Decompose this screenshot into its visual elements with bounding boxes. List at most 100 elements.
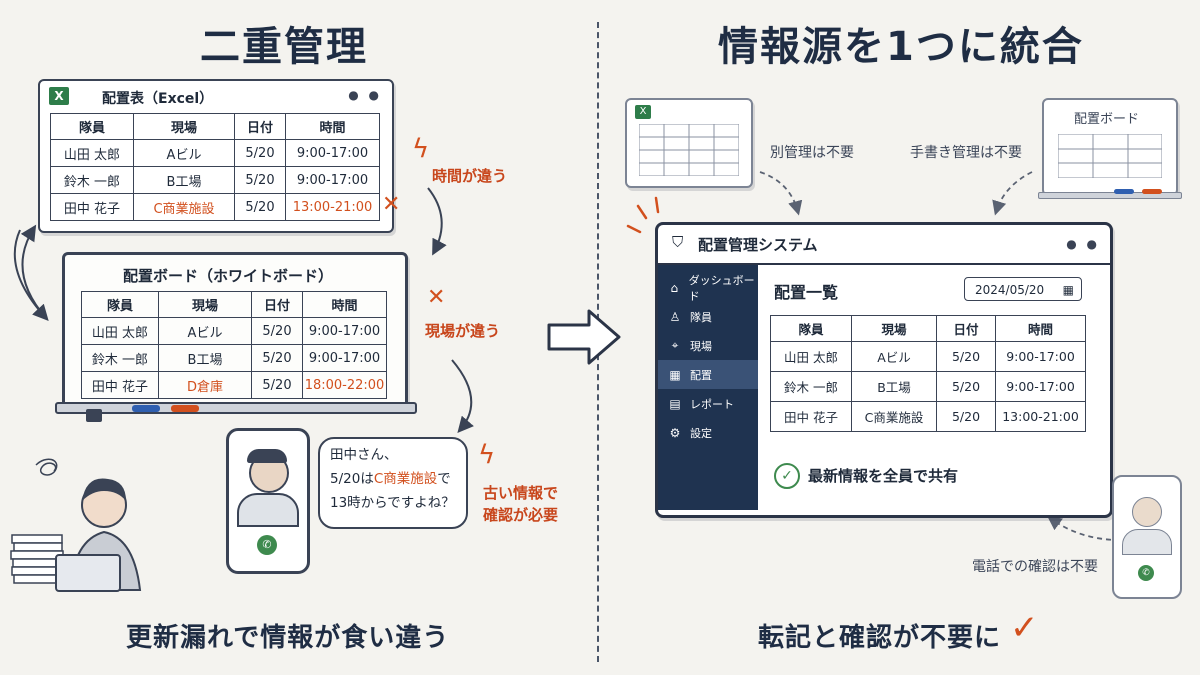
table-cell: 9:00-17:00 xyxy=(302,344,387,372)
home-icon: ⌂ xyxy=(670,280,679,295)
table-header: 時間 xyxy=(285,113,380,140)
table-cell: 山田 太郎 xyxy=(50,139,134,167)
sidebar-item[interactable]: ⌖現場 xyxy=(658,331,758,360)
arrow-board-to-phone xyxy=(451,359,474,434)
table-cell: 5/20 xyxy=(234,166,286,194)
table-header: 現場 xyxy=(158,291,252,318)
table-cell: 5/20 xyxy=(251,317,303,345)
arrow-board-to-app xyxy=(992,171,1033,216)
eraser-icon xyxy=(86,409,102,422)
table-cell: B工場 xyxy=(158,344,252,372)
big-right-arrow-icon xyxy=(547,309,621,365)
table-header: 日付 xyxy=(234,113,286,140)
sidebar-item-label: レポート xyxy=(690,397,734,411)
spark-lines-icon xyxy=(626,196,660,234)
sidebar-item[interactable]: ▤ レポート xyxy=(658,389,758,418)
conflict-x-icon: ✕ xyxy=(382,192,401,217)
bubble-highlight: C商業施設 xyxy=(373,471,438,487)
table-header: 日付 xyxy=(936,315,996,342)
table-cell: 9:00-17:00 xyxy=(302,317,387,345)
excel-icon: X xyxy=(635,105,651,119)
section-title: 配置一覧 xyxy=(774,283,839,302)
table-row: 山田 太郎 Aビル 5/20 9:00-17:00 xyxy=(81,317,387,345)
table-cell-conflict: D倉庫 xyxy=(158,371,252,399)
arrow-time-to-board xyxy=(427,187,447,256)
sidebar-item-label: 設定 xyxy=(690,426,712,440)
table-cell: 9:00-17:00 xyxy=(285,166,380,194)
table-row[interactable]: 山田 太郎 Aビル 5/20 9:00-17:00 xyxy=(770,341,1086,372)
table-cell: 5/20 xyxy=(936,341,996,372)
bubble-text: で xyxy=(437,471,451,487)
table-header: 時間 xyxy=(302,291,387,318)
table-cell: C商業施設 xyxy=(851,401,937,432)
lightning-icon: ϟ xyxy=(478,440,496,470)
table-cell: 5/20 xyxy=(251,344,303,372)
person-hair-icon xyxy=(247,449,287,463)
date-picker[interactable]: 2024/05/20 ▦ xyxy=(964,277,1082,301)
bubble-text: 5/20は xyxy=(330,471,374,487)
sidebar-item[interactable]: ▦ 配置 xyxy=(658,360,758,389)
call-button-icon: ✆ xyxy=(257,535,277,555)
table-header: 日付 xyxy=(251,291,303,318)
blue-marker-icon xyxy=(1114,189,1134,194)
excel-icon: X xyxy=(49,87,69,105)
table-row: 鈴木 一郎 B工場 5/20 9:00-17:00 xyxy=(81,344,387,372)
table-cell: 9:00-17:00 xyxy=(285,139,380,167)
note-site-diff: 現場が違う xyxy=(425,322,501,340)
table-header: 時間 xyxy=(995,315,1086,342)
excel-thumbnail: X xyxy=(625,98,753,188)
user-icon: ♙ xyxy=(669,309,681,324)
table-header: 隊員 xyxy=(770,315,852,342)
date-value: 2024/05/20 xyxy=(975,283,1045,297)
table-row[interactable]: 鈴木 一郎 B工場 5/20 9:00-17:00 xyxy=(770,371,1086,402)
window-dots: ● ● xyxy=(348,88,382,102)
document-icon: ▤ xyxy=(669,396,681,411)
note-no-phone: 電話での確認は不要 xyxy=(972,559,1098,575)
calendar-icon[interactable]: ▦ xyxy=(1062,283,1074,297)
note-old-info-1: 古い情報で xyxy=(483,484,559,502)
excel-table: 隊員 現場 日付 時間 山田 太郎 Aビル 5/20 9:00-17:00 鈴木… xyxy=(50,113,380,221)
table-cell: 田中 花子 xyxy=(770,401,852,432)
board-thumb-title: 配置ボード xyxy=(1074,112,1140,127)
table-header: 現場 xyxy=(851,315,937,342)
sidebar-item-label: 配置 xyxy=(690,368,712,382)
conflict-x-icon: ✕ xyxy=(427,285,446,310)
table-cell: 鈴木 一郎 xyxy=(50,166,134,194)
sidebar-item-label: 現場 xyxy=(690,339,712,353)
table-cell: Aビル xyxy=(133,139,235,167)
smartphone-icon: ✆ xyxy=(1112,475,1182,599)
smartphone-icon: ✆ xyxy=(226,428,310,574)
excel-title: 配置表（Excel） xyxy=(102,91,214,107)
arrow-excel-to-board xyxy=(13,229,49,321)
table-cell: 5/20 xyxy=(251,371,303,399)
person-body-icon xyxy=(1122,529,1172,555)
table-row[interactable]: 田中 花子 C商業施設 5/20 13:00-21:00 xyxy=(770,401,1086,432)
table-cell: 山田 太郎 xyxy=(81,317,159,345)
table-row: 田中 花子 C商業施設 5/20 13:00-21:00 xyxy=(50,193,380,221)
right-title: 情報源を1つに統合 xyxy=(718,24,1084,70)
check-circle-icon: ✓ xyxy=(774,463,800,489)
red-marker-icon xyxy=(171,405,199,412)
sidebar-item[interactable]: ⌂ダッシュボード xyxy=(658,273,758,303)
app-title: 配置管理システム xyxy=(698,236,818,254)
table-cell: B工場 xyxy=(133,166,235,194)
table-cell: 鈴木 一郎 xyxy=(770,371,852,402)
arrow-excel-to-app xyxy=(759,171,803,216)
blue-marker-icon xyxy=(132,405,160,412)
sidebar-item[interactable]: ⚙ 設定 xyxy=(658,418,758,447)
table-cell: 9:00-17:00 xyxy=(995,341,1086,372)
excel-window: X 配置表（Excel） ● ● 隊員 現場 日付 時間 山田 太郎 Aビル 5… xyxy=(38,79,394,233)
table-cell: 田中 花子 xyxy=(50,193,134,221)
note-old-info-2: 確認が必要 xyxy=(483,506,559,524)
table-row: 山田 太郎 Aビル 5/20 9:00-17:00 xyxy=(50,139,380,167)
table-cell-conflict: 18:00-22:00 xyxy=(302,371,387,399)
sidebar-item[interactable]: ♙隊員 xyxy=(658,302,758,331)
app-window: ⛉ 配置管理システム ● ● ⌂ダッシュボード♙隊員⌖現場▦配置▤レポート⚙設定… xyxy=(655,222,1113,518)
gear-icon: ⚙ xyxy=(669,425,681,440)
app-titlebar: ⛉ 配置管理システム ● ● xyxy=(658,225,1110,265)
status-text: 最新情報を全員で共有 xyxy=(808,467,959,485)
calendar-icon: ▦ xyxy=(669,367,681,382)
table-header: 隊員 xyxy=(81,291,159,318)
stress-scribble-icon xyxy=(35,458,58,476)
lightning-icon: ϟ xyxy=(412,134,430,164)
